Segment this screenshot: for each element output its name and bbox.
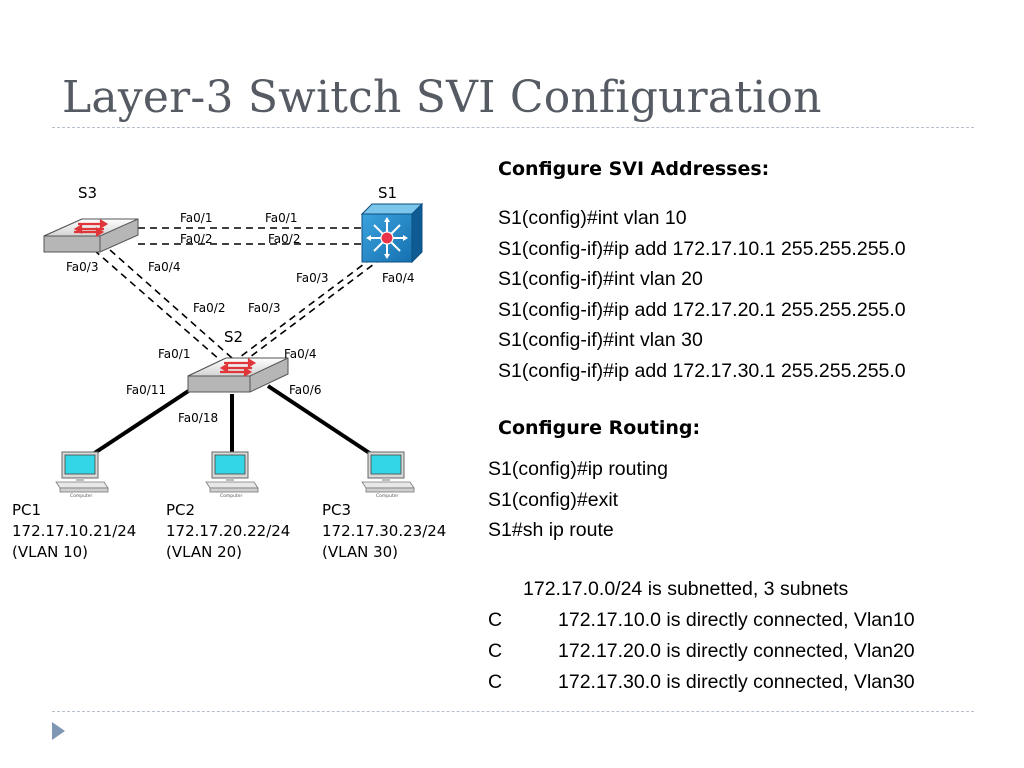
title-divider xyxy=(52,127,974,128)
pc1-caption: Computer xyxy=(70,493,93,499)
trunk-links xyxy=(93,227,383,361)
switch-s2-icon xyxy=(187,357,289,393)
device-label-s2: S2 xyxy=(224,328,243,346)
port-label-s1-fa03: Fa0/3 xyxy=(296,271,328,285)
port-label-s2-fa03: Fa0/3 xyxy=(248,301,280,315)
port-label-s2-fa011: Fa0/11 xyxy=(126,383,166,397)
route-summary: 172.17.0.0/24 is subnetted, 3 subnets xyxy=(523,578,849,600)
port-label-s2-fa02: Fa0/2 xyxy=(193,301,225,315)
pc3-name: PC3 xyxy=(322,501,352,519)
port-label-s3-fa03: Fa0/3 xyxy=(66,260,98,274)
route-code: C xyxy=(488,671,503,693)
link-s3-fa03-s2-fa01 xyxy=(93,249,221,361)
routing-command: S1(config)#exit xyxy=(488,488,619,511)
port-label-s3-fa02: Fa0/2 xyxy=(180,232,212,246)
pc3-icon xyxy=(361,451,415,493)
port-label-s3-fa04: Fa0/4 xyxy=(148,260,180,274)
pc2-name: PC2 xyxy=(166,501,196,519)
port-label-s1-fa02: Fa0/2 xyxy=(268,232,300,246)
port-label-s2-fa018: Fa0/18 xyxy=(178,411,218,425)
routing-heading: Configure Routing: xyxy=(498,417,701,439)
link-s1-fa03-s2-fa03 xyxy=(235,257,373,361)
route-text: 172.17.30.0 is directly connected, Vlan3… xyxy=(558,671,915,693)
switch-s3-icon xyxy=(43,218,139,253)
routing-command: S1(config)#ip routing xyxy=(488,458,668,480)
svi-command: S1(config-if)#ip add 172.17.20.1 255.255… xyxy=(498,298,906,321)
port-label-s2-fa01: Fa0/1 xyxy=(158,347,190,361)
link-s1-fa04-s2-fa04 xyxy=(245,257,383,361)
pc3-info: PC3 172.17.30.23/24 (VLAN 30) xyxy=(322,500,446,563)
routing-command: S1#sh ip route xyxy=(488,519,614,541)
link-s2-pc1 xyxy=(88,384,198,458)
pc3-vlan: (VLAN 30) xyxy=(322,543,399,561)
svi-command: S1(config-if)#int vlan 30 xyxy=(498,329,703,351)
routing-command-list: S1(config)#ip routing S1(config)#exit S1… xyxy=(488,454,668,546)
device-label-s1: S1 xyxy=(378,184,397,202)
port-label-s1-fa01: Fa0/1 xyxy=(265,211,297,225)
footer-divider xyxy=(52,711,974,712)
pc3-caption: Computer xyxy=(376,493,399,499)
route-text: 172.17.10.0 is directly connected, Vlan1… xyxy=(558,609,915,631)
route-text: 172.17.20.0 is directly connected, Vlan2… xyxy=(558,640,915,662)
svi-command: S1(config)#int vlan 10 xyxy=(498,207,687,229)
route-code: C xyxy=(488,609,503,631)
device-label-s3: S3 xyxy=(78,184,97,202)
pc1-icon xyxy=(55,451,109,493)
access-links xyxy=(88,384,376,458)
pc2-ip: 172.17.20.22/24 xyxy=(166,522,291,540)
svi-heading: Configure SVI Addresses: xyxy=(498,158,770,180)
port-label-s1-fa04: Fa0/4 xyxy=(382,271,414,285)
pc2-caption: Computer xyxy=(220,493,243,499)
port-label-s2-fa04: Fa0/4 xyxy=(284,347,316,361)
svi-command: S1(config-if)#int vlan 20 xyxy=(498,268,703,290)
pc2-info: PC2 172.17.20.22/24 (VLAN 20) xyxy=(166,500,290,563)
slide-title: Layer-3 Switch SVI Configuration xyxy=(62,72,822,123)
port-label-s2-fa06: Fa0/6 xyxy=(289,383,321,397)
svi-command-list: S1(config)#int vlan 10 S1(config-if)#ip … xyxy=(498,203,906,386)
pc1-name: PC1 xyxy=(12,501,42,519)
link-s3-fa04-s2-fa02 xyxy=(109,249,233,359)
pc2-vlan: (VLAN 20) xyxy=(166,543,243,561)
pc2-icon xyxy=(205,451,259,493)
link-s2-pc3 xyxy=(266,384,376,458)
pc3-ip: 172.17.30.23/24 xyxy=(322,522,447,540)
multilayer-switch-s1-icon xyxy=(360,202,424,264)
pc1-ip: 172.17.10.21/24 xyxy=(12,522,137,540)
svi-command: S1(config-if)#ip add 172.17.30.1 255.255… xyxy=(498,359,906,382)
bullet-arrow-icon xyxy=(52,722,65,740)
pc1-info: PC1 172.17.10.21/24 (VLAN 10) xyxy=(12,500,136,563)
svi-command: S1(config-if)#ip add 172.17.10.1 255.255… xyxy=(498,237,906,260)
port-label-s3-fa01: Fa0/1 xyxy=(180,211,212,225)
pc1-vlan: (VLAN 10) xyxy=(12,543,89,561)
route-code: C xyxy=(488,640,503,662)
